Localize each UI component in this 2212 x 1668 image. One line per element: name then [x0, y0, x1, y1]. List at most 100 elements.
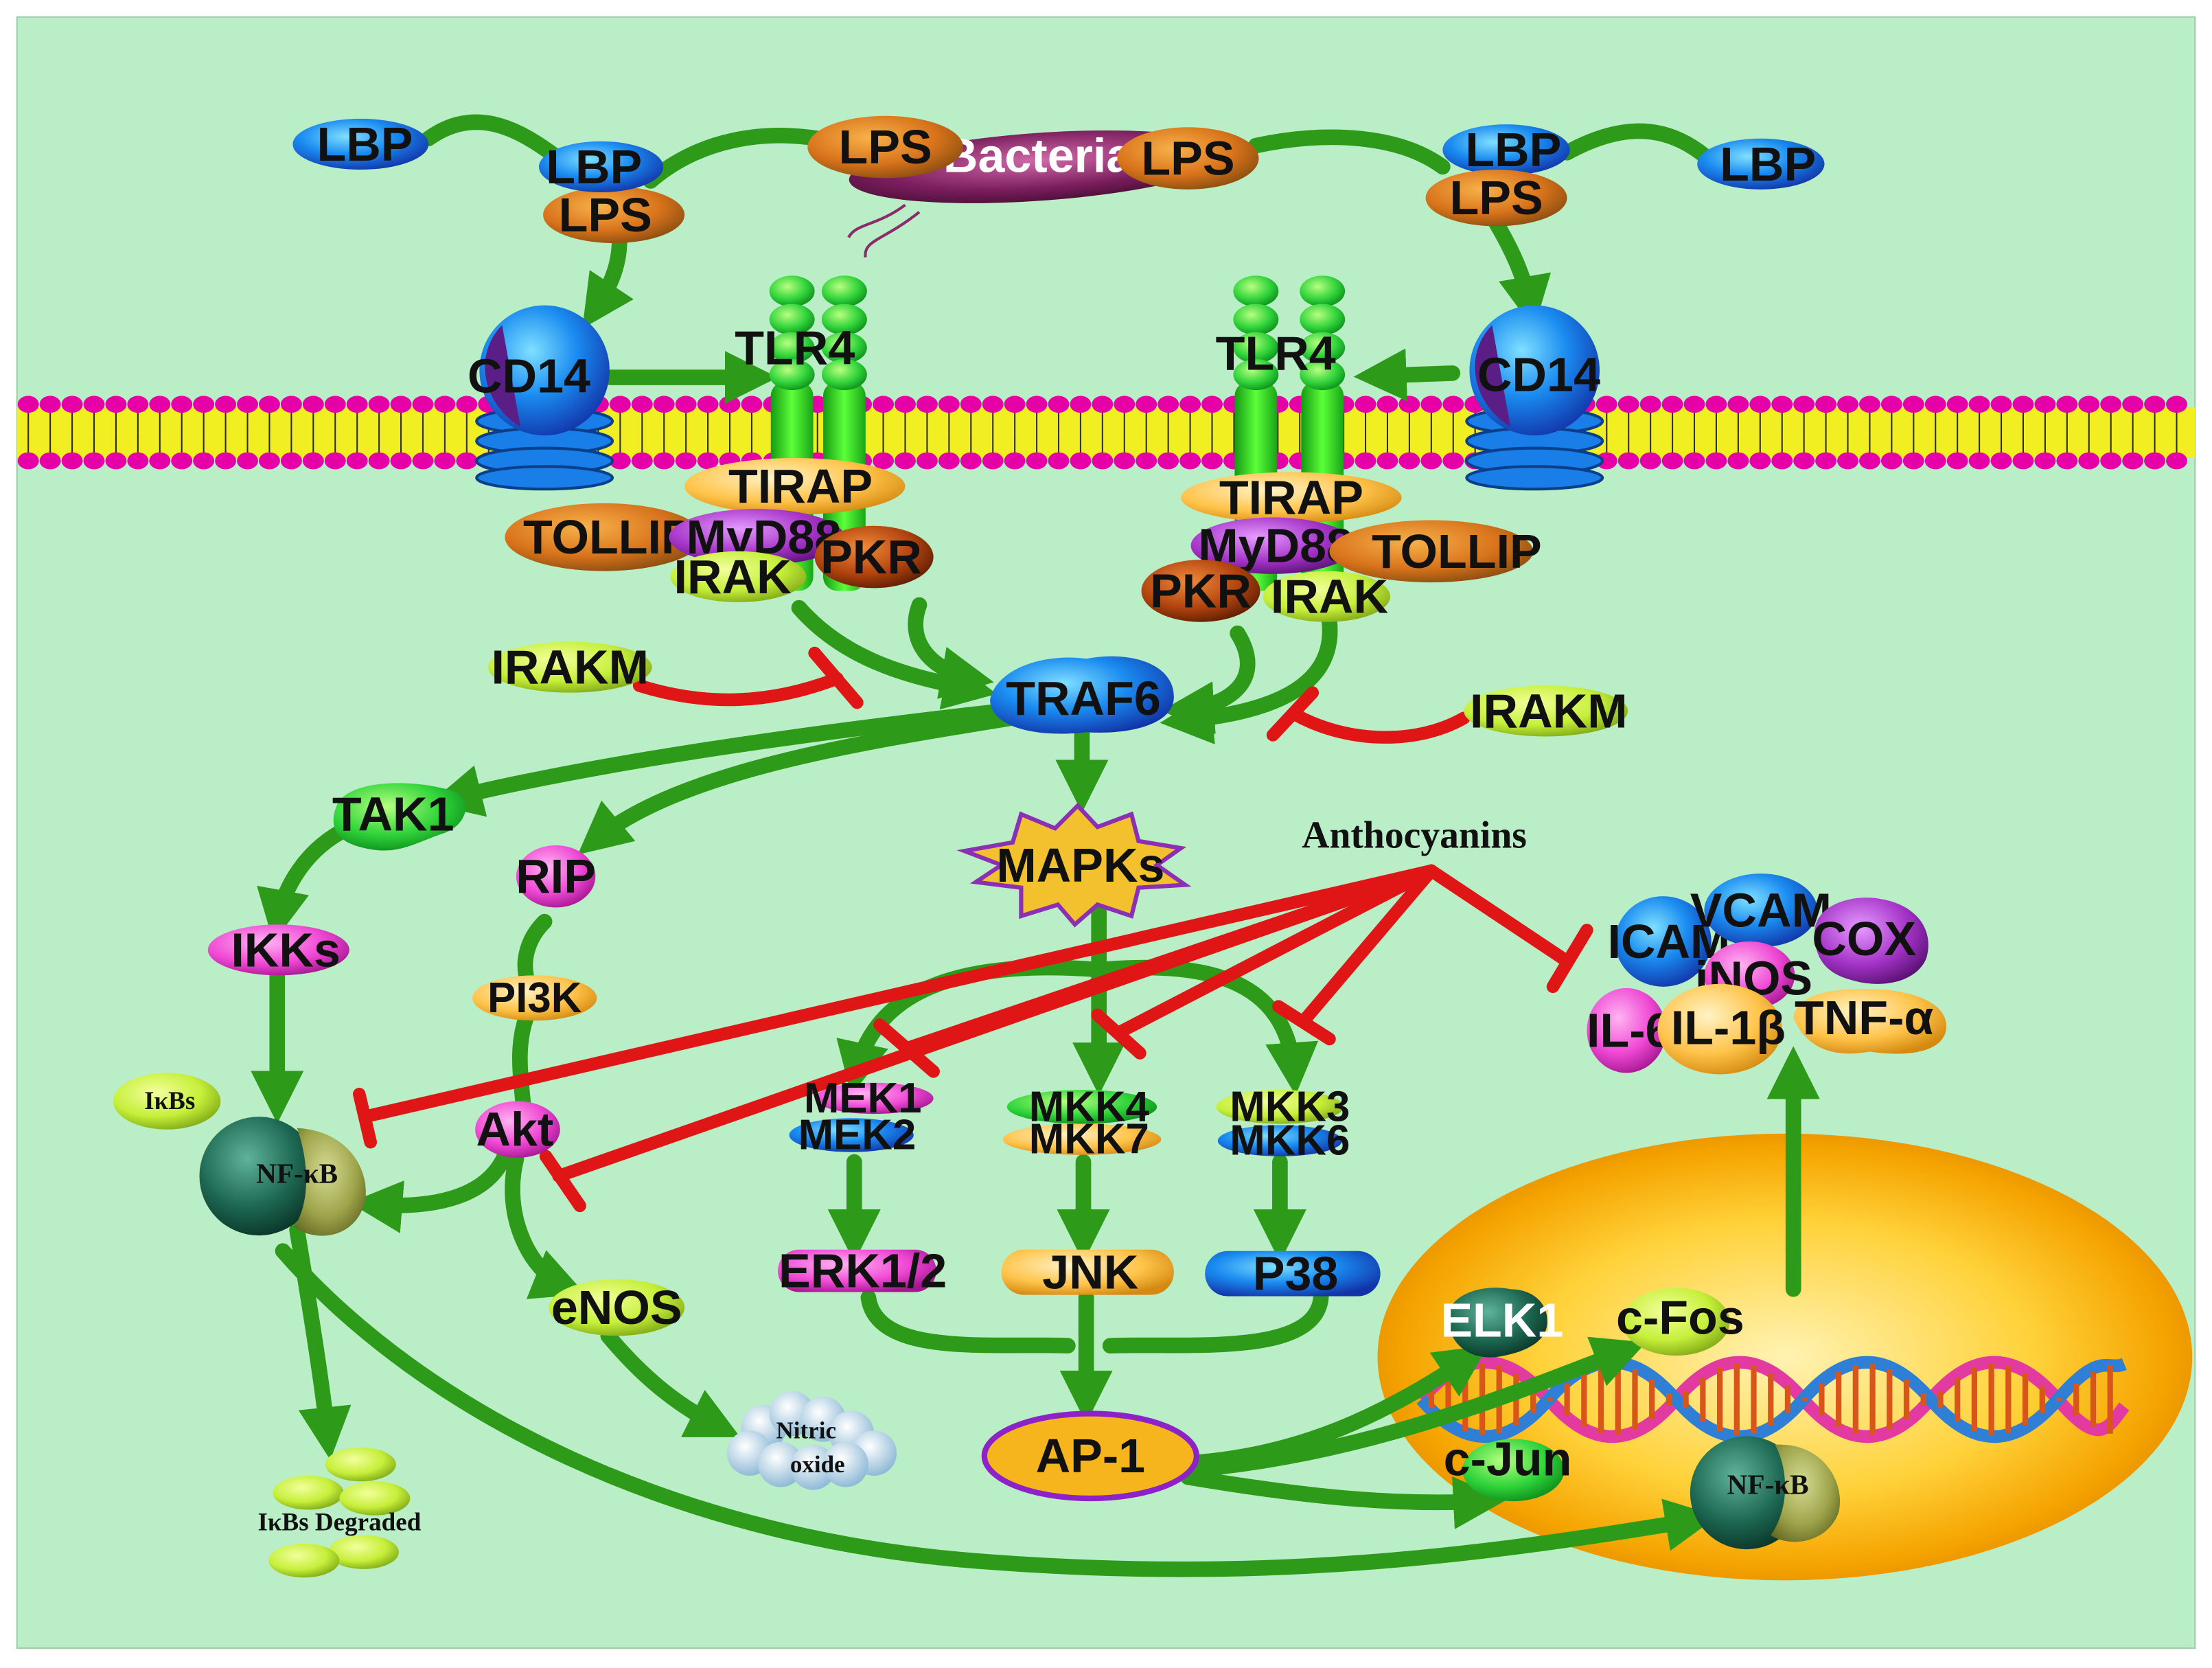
svg-text:LBP: LBP	[316, 117, 413, 171]
lipid-head	[741, 396, 763, 413]
lipid-head	[1705, 452, 1727, 470]
mkk4: MKK4	[1006, 1083, 1157, 1130]
svg-text:Akt: Akt	[476, 1103, 553, 1156]
lipid-head	[61, 396, 83, 413]
lipid-head	[171, 452, 193, 470]
lbp-far-left: LBP	[292, 117, 429, 171]
lipid-head	[960, 396, 982, 413]
svg-text:LPS: LPS	[559, 188, 652, 242]
lipid-head	[390, 396, 412, 413]
lipid-head	[237, 396, 258, 413]
mkk6: MKK6	[1217, 1117, 1350, 1165]
lipid-head	[1026, 396, 1048, 413]
enos: eNOS	[549, 1279, 685, 1336]
lipid-head	[2012, 396, 2034, 413]
p38: P38	[1205, 1247, 1381, 1301]
lipid-head	[1201, 452, 1223, 470]
svg-text:MKK4: MKK4	[1029, 1083, 1150, 1130]
lipid-head	[193, 396, 215, 413]
lipid-head	[105, 396, 127, 413]
svg-text:c-Jun: c-Jun	[1444, 1432, 1572, 1485]
pi3k: PI3K	[472, 974, 597, 1022]
tlr4-left-label: TLR4	[735, 321, 855, 374]
lipid-head	[895, 452, 916, 470]
lipid-head	[1092, 452, 1114, 470]
lipid-head	[1946, 396, 1968, 413]
svg-text:TIRAP: TIRAP	[728, 459, 873, 513]
lipid-head	[609, 452, 631, 470]
ikks: IKKs	[207, 923, 349, 976]
svg-text:IRAK: IRAK	[1271, 570, 1388, 624]
svg-text:eNOS: eNOS	[551, 1281, 682, 1334]
mkk3: MKK3	[1216, 1083, 1350, 1130]
cd14-left: CD14	[468, 305, 614, 491]
svg-text:ERK1/2: ERK1/2	[779, 1244, 947, 1298]
lipid-head	[1683, 452, 1705, 470]
lipid-head	[1705, 396, 1727, 413]
lipid-head	[2144, 396, 2166, 413]
lipid-head	[1004, 452, 1026, 470]
lipid-head	[719, 396, 741, 413]
lipid-head	[675, 396, 697, 413]
lipid-head	[1727, 396, 1749, 413]
svg-text:JNK: JNK	[1042, 1246, 1138, 1299]
lipid-head	[1136, 396, 1157, 413]
pkr-right: PKR	[1141, 560, 1260, 622]
lipid-head	[1442, 396, 1464, 413]
lipid-head	[1683, 396, 1705, 413]
svg-text:IL-1β: IL-1β	[1671, 1001, 1786, 1055]
lipid-head	[1837, 452, 1858, 470]
svg-text:MKK3: MKK3	[1230, 1083, 1350, 1130]
lipid-head	[895, 396, 916, 413]
lipid-head	[61, 452, 83, 470]
lipid-head	[960, 452, 982, 470]
lipid-head	[916, 452, 938, 470]
svg-text:PI3K: PI3K	[487, 974, 582, 1022]
lipid-head	[675, 452, 697, 470]
cell-membrane	[16, 396, 2196, 470]
tlr4-right-label: TLR4	[1216, 327, 1336, 380]
svg-text:IKKs: IKKs	[231, 923, 341, 976]
lipid-head	[127, 396, 149, 413]
lipid-head	[17, 396, 39, 413]
lipid-head	[1837, 396, 1858, 413]
erk: ERK1/2	[778, 1244, 947, 1298]
svg-text:LPS: LPS	[839, 120, 932, 174]
lipid-head	[653, 396, 675, 413]
lipid-head	[1968, 452, 1990, 470]
lipid-head	[1048, 396, 1070, 413]
ikbs-degraded: IκBs Degraded	[258, 1447, 422, 1578]
ikbs-degraded-label: IκBs Degraded	[258, 1508, 422, 1536]
lipid-head	[1114, 396, 1136, 413]
lipid-head	[149, 452, 171, 470]
il1b: IL-1β	[1657, 983, 1786, 1075]
svg-text:COX: COX	[1812, 912, 1916, 966]
lipid-head	[1661, 452, 1683, 470]
lipid-head	[434, 396, 456, 413]
svg-text:LBP: LBP	[1465, 123, 1561, 176]
lipid-head	[39, 396, 61, 413]
svg-text:CD14: CD14	[468, 350, 590, 403]
lipid-head	[1026, 452, 1048, 470]
lps-bacteria-right: LPS	[1117, 127, 1259, 190]
lipid-head	[127, 452, 149, 470]
lipid-head	[2100, 452, 2122, 470]
lipid-head	[653, 452, 675, 470]
lipid-head	[171, 396, 193, 413]
bacteria-label: Bacteria	[943, 128, 1133, 182]
mek1: MEK1	[804, 1075, 934, 1122]
lipid-head	[1749, 396, 1771, 413]
lipid-head	[1793, 452, 1815, 470]
lipid-head	[412, 396, 434, 413]
lipid-head	[2122, 452, 2144, 470]
lipid-head	[390, 452, 412, 470]
svg-text:c-Fos: c-Fos	[1616, 1291, 1744, 1345]
svg-text:IκBs: IκBs	[144, 1087, 195, 1115]
lipid-head	[2056, 452, 2078, 470]
lipid-head	[1070, 452, 1092, 470]
tnfa: TNF-α	[1793, 988, 1946, 1054]
lipid-head	[982, 396, 1004, 413]
lipid-head	[2144, 452, 2166, 470]
svg-text:RIP: RIP	[516, 849, 596, 903]
